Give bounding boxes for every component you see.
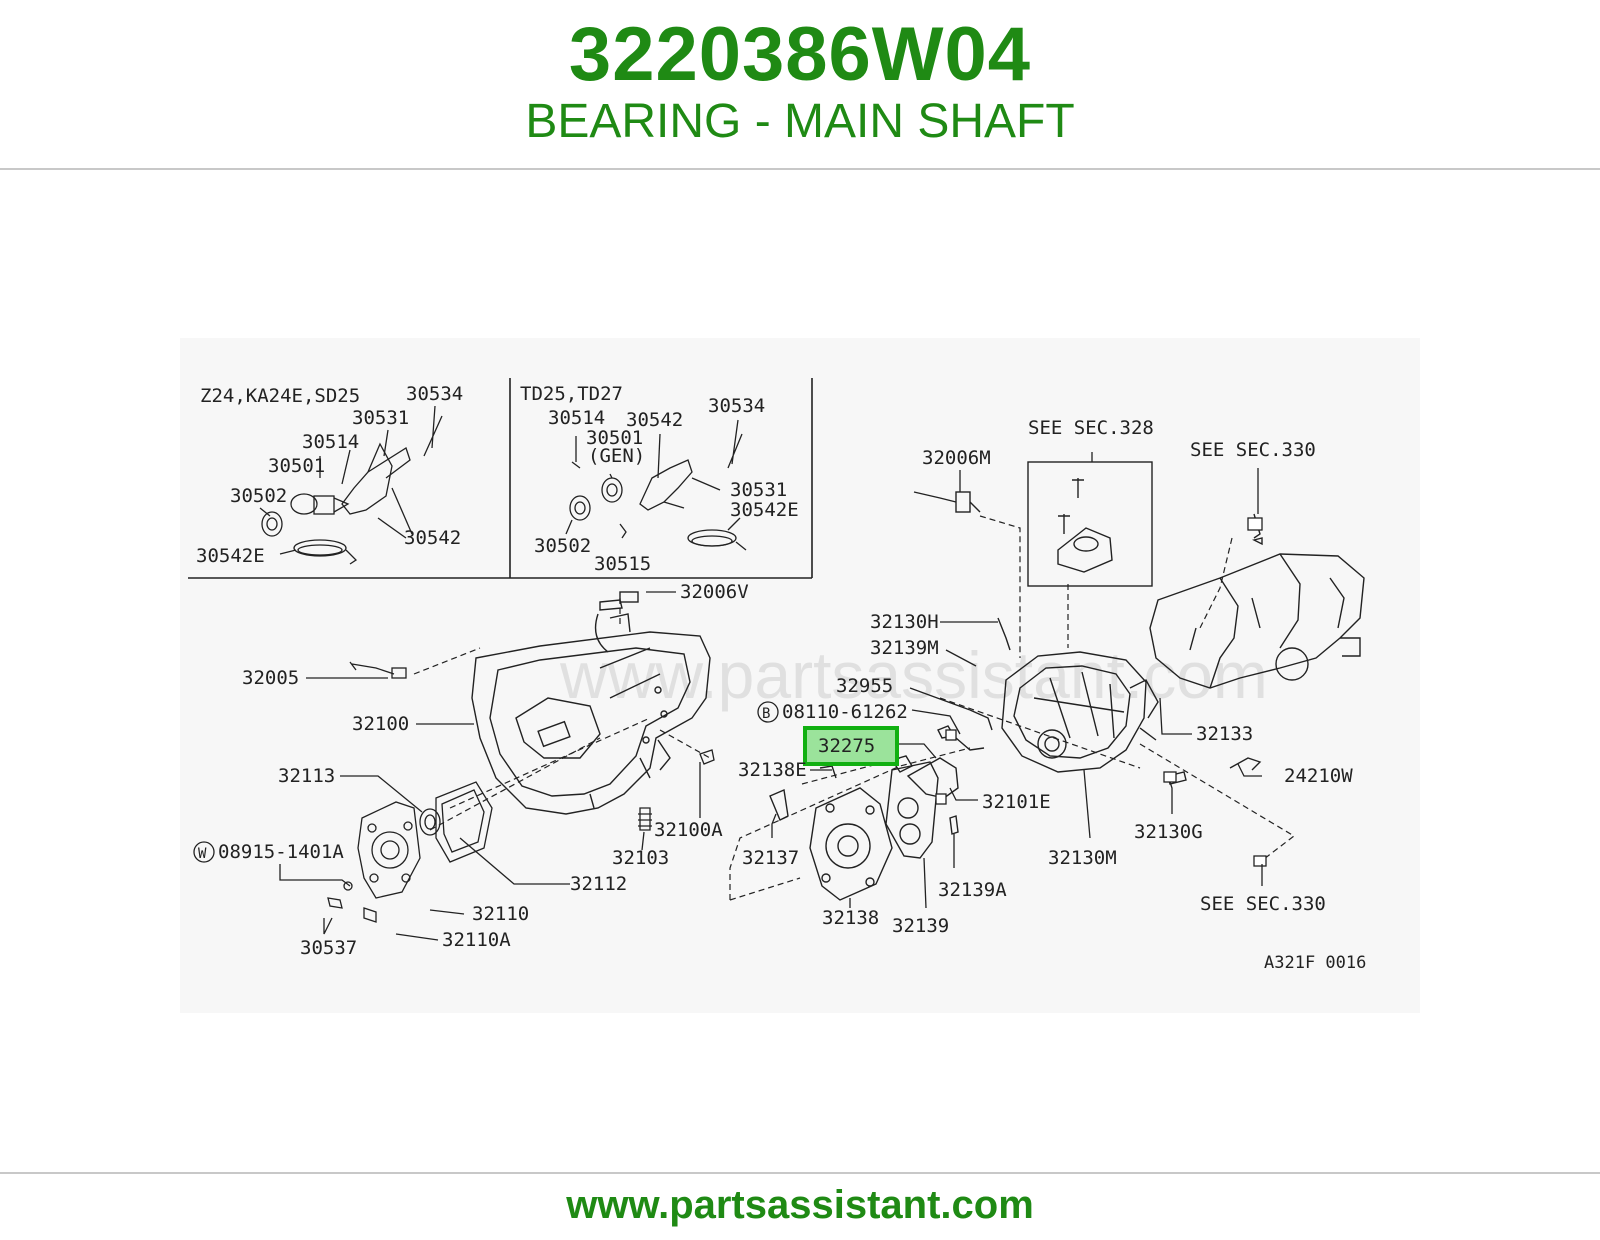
circle-w-letter: W: [198, 846, 207, 862]
diagram-canvas: www.partsassistant.com Z24,KA24E,SD25 30…: [180, 338, 1420, 1013]
label-see-sec-328: SEE SEC.328: [1028, 417, 1154, 439]
label-30531: 30531: [352, 407, 409, 429]
page-header: 3220386W04 BEARING - MAIN SHAFT: [0, 0, 1600, 168]
label-32130m: 32130M: [1048, 847, 1117, 869]
label-32138: 32138: [822, 907, 879, 929]
callout-labels: 32006V 32005 32100 32113 W 08915-1401A 3…: [193, 417, 1366, 973]
label-30542-r: 30542: [626, 409, 683, 431]
inset-left-title: Z24,KA24E,SD25: [200, 385, 360, 407]
inset-right-title: TD25,TD27: [520, 383, 623, 405]
label-32101e: 32101E: [982, 791, 1051, 813]
bolts-drawing: [935, 517, 1267, 867]
label-32133: 32133: [1196, 723, 1253, 745]
label-gen: (GEN): [588, 445, 645, 467]
label-30534-r: 30534: [708, 395, 765, 417]
inset-left: Z24,KA24E,SD25 30534 30531 30514 30501 3…: [196, 383, 463, 567]
adapter-plates-drawing: [769, 709, 993, 901]
label-32100: 32100: [352, 713, 409, 735]
footer-url-link[interactable]: www.partsassistant.com: [566, 1183, 1034, 1227]
label-32137: 32137: [742, 847, 799, 869]
label-24210w: 24210W: [1284, 765, 1353, 787]
label-30534: 30534: [406, 383, 463, 405]
label-30502-r: 30502: [534, 535, 591, 557]
label-30514-r: 30514: [548, 407, 605, 429]
footer-divider: [0, 1172, 1600, 1174]
label-32100a: 32100A: [654, 819, 723, 841]
label-32275[interactable]: 32275: [818, 735, 875, 757]
highlight-box-32275[interactable]: [803, 726, 899, 766]
label-30537: 30537: [300, 937, 357, 959]
part-number: 3220386W04: [568, 12, 1032, 97]
label-30501: 30501: [268, 455, 325, 477]
clutch-housing-drawing: [471, 591, 711, 815]
label-32113: 32113: [278, 765, 335, 787]
label-08110-61262: 08110-61262: [782, 701, 908, 723]
dashed-leaders: [413, 515, 1296, 901]
label-32103: 32103: [612, 847, 669, 869]
label-32139m: 32139M: [870, 637, 939, 659]
label-30542: 30542: [404, 527, 461, 549]
circle-w: [193, 841, 215, 863]
label-30542e-r: 30542E: [730, 499, 799, 521]
diagram-background: [180, 338, 1420, 1013]
label-30542e: 30542E: [196, 545, 265, 567]
label-32112: 32112: [570, 873, 627, 895]
transfer-case-drawing: [1149, 537, 1365, 785]
upper-right-drawing: [913, 461, 1261, 651]
inset-right-drawing: [565, 419, 747, 551]
label-30531-r: 30531: [730, 479, 787, 501]
label-30514: 30514: [302, 431, 359, 453]
watermark: www.partsassistant.com: [559, 638, 1268, 712]
label-see-sec-330-bottom: SEE SEC.330: [1200, 893, 1326, 915]
label-32139: 32139: [892, 915, 949, 937]
diagram-code: A321F 0016: [1264, 953, 1366, 973]
label-32005: 32005: [242, 667, 299, 689]
circle-b: [757, 701, 779, 723]
parts-diagram: www.partsassistant.com Z24,KA24E,SD25 30…: [180, 338, 1420, 1013]
label-32110: 32110: [472, 903, 529, 925]
label-08915-1401a: 08915-1401A: [218, 841, 344, 863]
label-32130g: 32130G: [1134, 821, 1203, 843]
callout-leaders: [279, 452, 1263, 941]
inset-right: TD25,TD27 30514 30542 30534 30501 (GEN) …: [520, 383, 799, 575]
label-32130h: 32130H: [870, 611, 939, 633]
label-32138e: 32138E: [738, 759, 807, 781]
left-small-parts: [327, 661, 715, 923]
header-divider: [0, 168, 1600, 170]
label-32110a: 32110A: [442, 929, 511, 951]
label-see-sec-330-top: SEE SEC.330: [1190, 439, 1316, 461]
label-32006v: 32006V: [680, 581, 749, 603]
label-30501-r: 30501: [586, 427, 643, 449]
inset-frames: [188, 378, 813, 579]
extension-housing-drawing: [1001, 651, 1159, 773]
label-30515-r: 30515: [594, 553, 651, 575]
label-30502: 30502: [230, 485, 287, 507]
part-name: BEARING - MAIN SHAFT: [525, 95, 1075, 148]
label-32955: 32955: [836, 675, 893, 697]
circle-b-letter: B: [762, 706, 770, 722]
inset-left-drawing: [259, 405, 443, 565]
label-32139a: 32139A: [938, 879, 1007, 901]
label-32006m: 32006M: [922, 447, 991, 469]
